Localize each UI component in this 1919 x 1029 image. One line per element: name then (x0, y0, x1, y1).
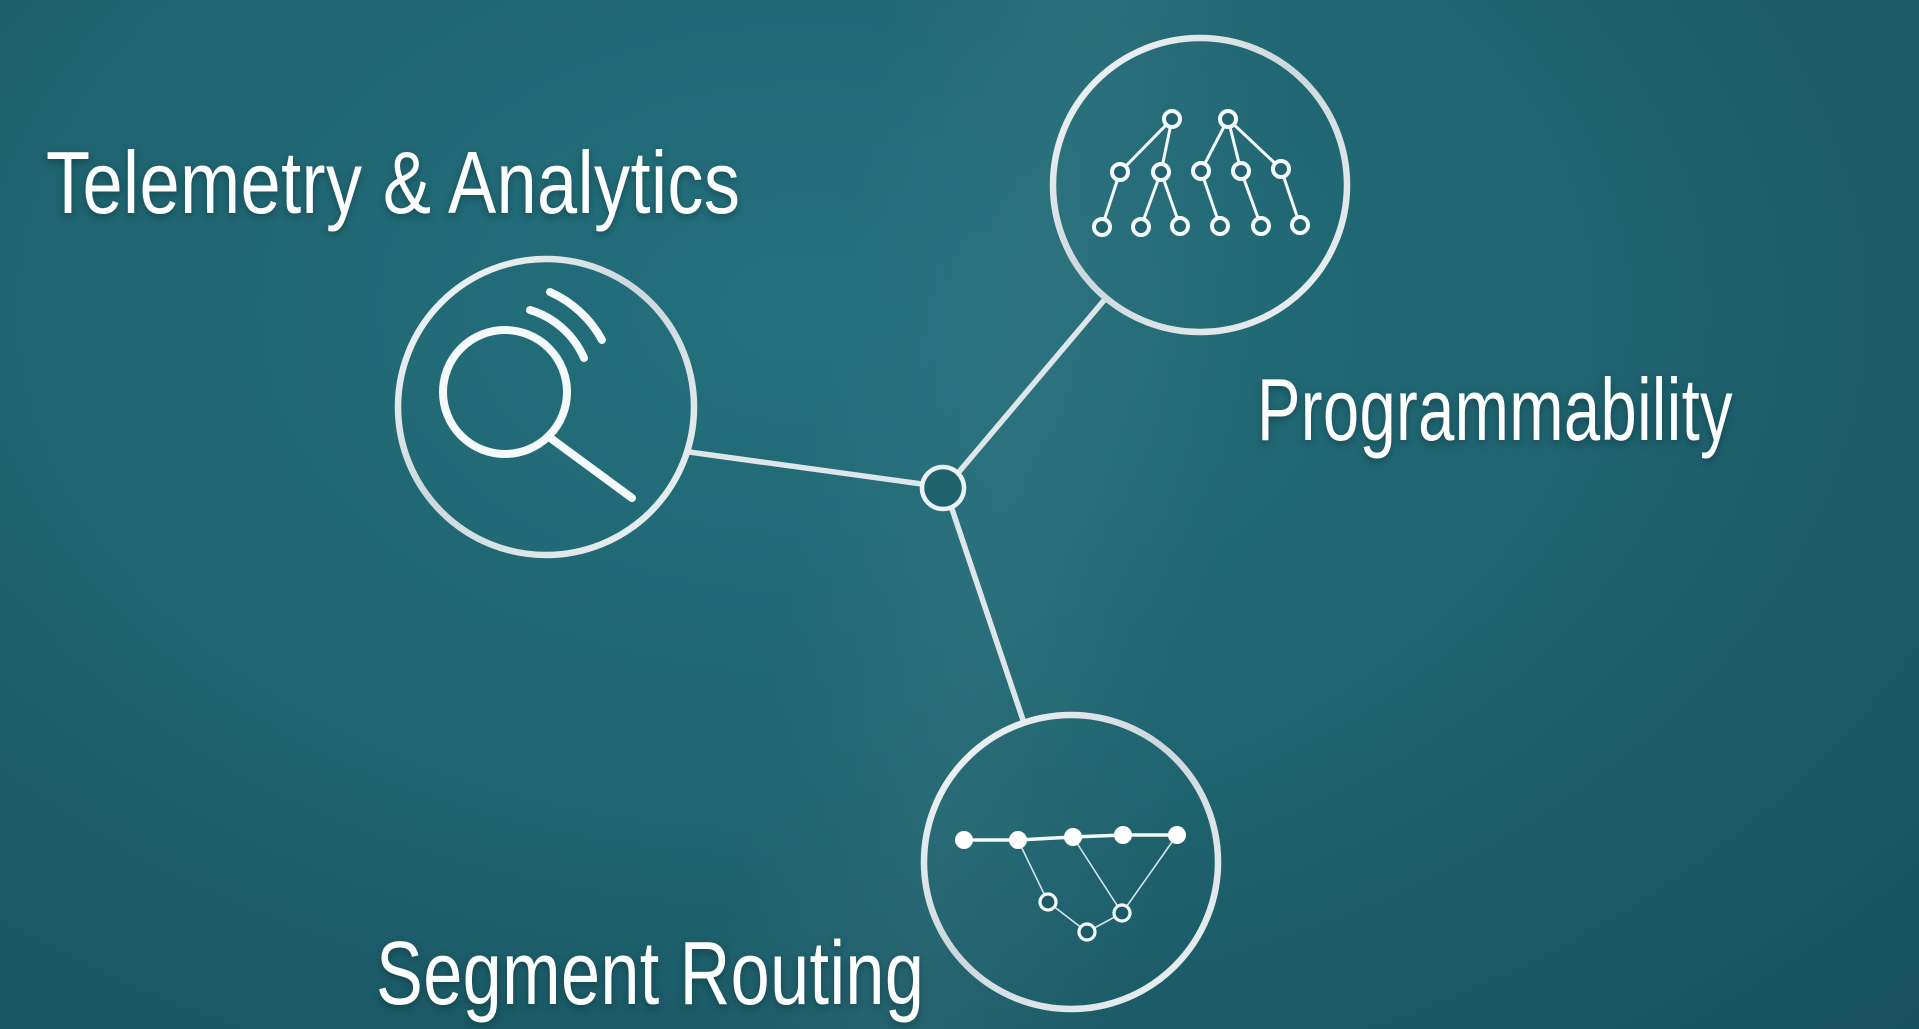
tree-hierarchy-icon (1092, 109, 1310, 237)
connector-lines (686, 295, 1109, 726)
label-programmability: Programmability (1257, 360, 1733, 459)
segment-routing-node (920, 711, 1222, 1013)
connector-segment-routing (949, 506, 1027, 726)
magnifier-signal-icon (439, 288, 636, 502)
segment-routing-circle (920, 711, 1222, 1013)
telemetry-circle (394, 255, 698, 559)
label-telemetry-analytics: Telemetry & Analytics (46, 133, 741, 232)
connector-programmability (955, 295, 1109, 476)
label-segment-routing: Segment Routing (376, 924, 925, 1024)
connector-telemetry (686, 449, 925, 487)
central-hub-node (919, 464, 967, 512)
programmability-circle (1049, 34, 1351, 336)
network-path-icon (955, 826, 1186, 942)
programmability-node (1049, 34, 1351, 336)
telemetry-analytics-node (394, 255, 698, 559)
